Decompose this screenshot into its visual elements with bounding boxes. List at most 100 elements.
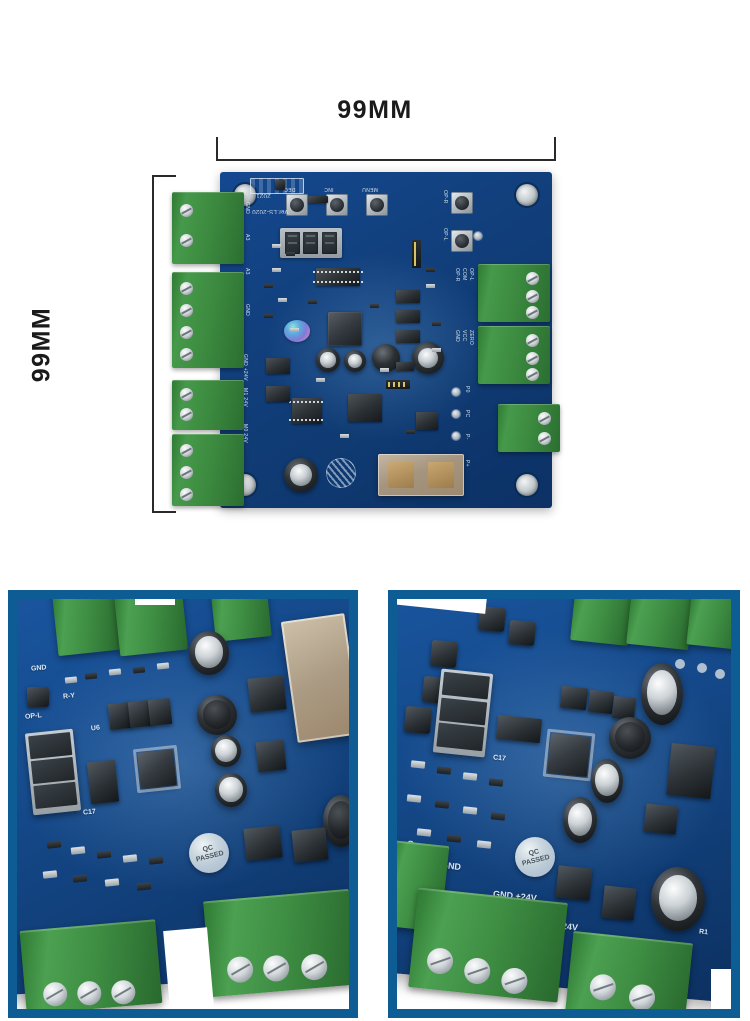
terminal-block-right [478, 326, 550, 384]
terminal-block-left [172, 272, 244, 368]
silk-gnd-left: GND [244, 202, 250, 215]
button-inc[interactable] [326, 194, 348, 216]
electrolytic-capacitor [412, 342, 444, 374]
tactile-button[interactable] [429, 639, 459, 669]
terminal-block [203, 888, 349, 998]
terminal-block [686, 599, 731, 650]
silk-circle-marking [326, 458, 356, 488]
electrolytic-capacitor [591, 759, 623, 803]
display-digit [322, 232, 338, 254]
electrolytic-capacitor [189, 631, 229, 675]
seven-segment-display [24, 728, 82, 816]
smd-component [275, 180, 285, 190]
electrolytic-capacitor [323, 795, 349, 847]
silk-label-op-r: OP-R [442, 190, 448, 204]
smd-ic [289, 398, 325, 424]
silk-p0: P0 [464, 386, 470, 393]
qfp-microcontroller [547, 733, 591, 777]
silk-a3-lower: A3 [244, 268, 250, 275]
display-digit [303, 232, 319, 254]
button-op-l[interactable] [451, 230, 473, 252]
silk-zero: ZERO [468, 330, 474, 346]
electrolytic-capacitor [344, 350, 366, 372]
inductor [197, 695, 237, 735]
terminal-block [570, 599, 634, 646]
electrolytic-capacitor [563, 797, 597, 843]
soic-ic [313, 268, 363, 286]
seven-segment-display [432, 668, 494, 758]
transistor [266, 358, 290, 374]
power-mosfet [243, 825, 283, 861]
optocoupler [396, 310, 420, 323]
qc-passed-sticker: QC PASSED [515, 837, 555, 877]
display-digit [284, 232, 300, 254]
silk-op-r: OP-R [454, 268, 460, 282]
power-mosfet [601, 885, 637, 921]
silk-pc: PC [464, 410, 470, 418]
smd-ic [416, 412, 438, 430]
terminal-block [626, 599, 694, 651]
detail-photo-left: QC PASSED GND R-Y OP-L C17 U6 [8, 590, 358, 1018]
qfp-microcontroller [328, 312, 362, 346]
dimension-label-width: 99MM [337, 96, 413, 124]
silk-label-op-l: OP-L [442, 228, 448, 241]
silk-label-menu: MENU [362, 186, 378, 192]
solder-pad [474, 232, 482, 240]
transparent-relay [378, 454, 464, 496]
optocoupler [396, 330, 420, 343]
transistor [266, 386, 290, 402]
pin-header [412, 240, 421, 268]
silk-version: Ver.LS-2020 [252, 208, 289, 214]
power-module [666, 742, 716, 800]
smd-component [308, 196, 328, 203]
terminal-block [51, 599, 121, 657]
silk-p-plus: P+ [464, 460, 470, 467]
power-mosfet [555, 865, 593, 901]
transistor [147, 697, 173, 727]
transistor [559, 685, 589, 711]
display-digit [436, 722, 485, 751]
display-digit [441, 671, 490, 700]
qfp-microcontroller [137, 749, 177, 789]
button-menu[interactable] [366, 194, 388, 216]
solder-pad [452, 432, 460, 440]
detail-photo-right: QC PASSED G R GND GND +24V M1 24V M0 24V… [388, 590, 740, 1018]
silk-com: COM [461, 268, 467, 281]
silk-c17: C17 [492, 754, 507, 763]
tactile-button[interactable] [403, 705, 433, 735]
silk-vcc: VCC [461, 330, 467, 342]
soic-ic [495, 714, 543, 744]
control-pcb: DEC INC MENU OP-R OP-L Ver.LS-2020 2021 [172, 172, 560, 508]
terminal-block-right [498, 404, 560, 452]
electrolytic-capacitor [316, 348, 340, 372]
tactile-button[interactable] [27, 687, 49, 707]
power-mosfet [643, 803, 679, 835]
inductor [372, 344, 400, 372]
display-digit [28, 732, 73, 760]
silk-c17: C17 [82, 808, 97, 817]
pin-header [386, 380, 410, 389]
electrolytic-capacitor [641, 663, 683, 725]
photo-right-content: QC PASSED G R GND GND +24V M1 24V M0 24V… [397, 599, 731, 1009]
terminal-block [19, 919, 163, 1009]
display-digit [439, 697, 488, 726]
button-dec[interactable] [286, 194, 308, 216]
inductor [609, 717, 651, 759]
silk-r1: R1 [698, 928, 709, 937]
display-digit [33, 781, 78, 809]
display-digit [30, 756, 75, 784]
silk-u6: U6 [90, 724, 101, 733]
terminal-block-left [172, 434, 244, 506]
terminal-block-right [478, 264, 550, 322]
mounting-hole [516, 184, 538, 206]
tactile-button[interactable] [508, 619, 536, 647]
terminal-block-left [172, 380, 244, 430]
silk-gnd-right: GND [454, 330, 460, 343]
power-mosfet [255, 739, 287, 773]
electrolytic-capacitor [215, 773, 247, 807]
photo-left-content: QC PASSED GND R-Y OP-L C17 U6 [17, 599, 349, 1009]
power-mosfet [291, 827, 329, 863]
button-op-r[interactable] [451, 192, 473, 214]
solder-pad [452, 410, 460, 418]
solder-pad [452, 388, 460, 396]
